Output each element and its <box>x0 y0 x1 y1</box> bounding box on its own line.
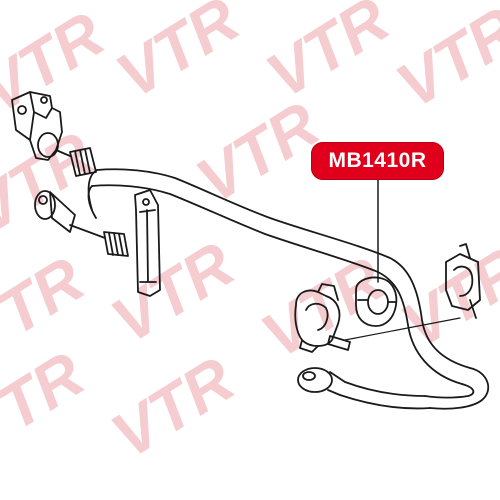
lower-link-eye <box>34 190 56 220</box>
link-strap-bolt <box>142 198 150 206</box>
upper-link-rubber <box>69 147 97 177</box>
stabilizer-bar-end-loop-inner <box>424 383 475 399</box>
stabilizer-bushing <box>355 276 398 327</box>
watermark-text: VTR <box>0 338 96 467</box>
stabilizer-bar-left-bend-bottom <box>87 185 97 219</box>
part-number-callout: MB1410R <box>311 142 444 180</box>
stabilizer-bar-lower-arm-top <box>339 394 431 410</box>
watermark-text: VTR <box>184 88 331 217</box>
watermark-text: VTR <box>104 0 251 112</box>
link-strap-inner <box>139 209 157 283</box>
axis-guide-line <box>344 317 461 341</box>
stabilizer-bar-top-edge <box>96 168 471 369</box>
bracket-bushing <box>37 132 59 158</box>
watermark-text: VTR <box>249 243 396 372</box>
lower-link-rod <box>69 224 106 239</box>
upper-mount-bracket <box>11 91 63 161</box>
upper-link-rubber-ribs <box>74 148 91 176</box>
lower-link-rubber <box>103 231 129 257</box>
lower-link-rubber-ribs <box>108 232 124 256</box>
bar-end-eye-neck <box>327 371 346 396</box>
watermark-text: VTR <box>389 233 500 362</box>
watermark-text: VTR <box>99 343 246 472</box>
stabilizer-bushing-split <box>357 299 397 303</box>
stabilizer-bar-bottom-edge <box>91 184 463 385</box>
left-bushing-clamp-detail <box>305 302 329 331</box>
bar-end-eye <box>297 367 333 393</box>
stabilizer-bar-end-loop <box>429 367 490 410</box>
right-bushing-clamp <box>445 253 481 311</box>
bar-end-eye-hole <box>302 371 316 381</box>
right-bushing-clamp-bolt <box>459 243 477 319</box>
stabilizer-bar-lower-arm-bottom <box>344 381 426 397</box>
lower-link-eye-hole <box>38 195 48 205</box>
lower-link-arm <box>49 191 76 233</box>
watermark-text: VTR <box>384 0 500 122</box>
bracket-bolt-hole <box>17 105 27 115</box>
bracket-bolt-hole <box>40 96 48 104</box>
watermark-text: VTR <box>0 0 116 127</box>
upper-mount-bracket-fold <box>29 91 53 141</box>
watermark-layer: VTR VTR VTR VTR VTR VTR VTR VTR VTR VTR … <box>0 0 500 472</box>
upper-link-rod <box>55 149 71 157</box>
stabilizer-drawing <box>11 91 490 410</box>
left-bushing-clamp <box>294 289 341 347</box>
left-bushing-clamp-bolt <box>327 335 351 351</box>
right-bushing-clamp-detail <box>453 265 474 297</box>
left-bushing-clamp-flange <box>299 283 339 353</box>
watermark-text: VTR <box>254 0 401 112</box>
link-strap <box>134 189 161 297</box>
